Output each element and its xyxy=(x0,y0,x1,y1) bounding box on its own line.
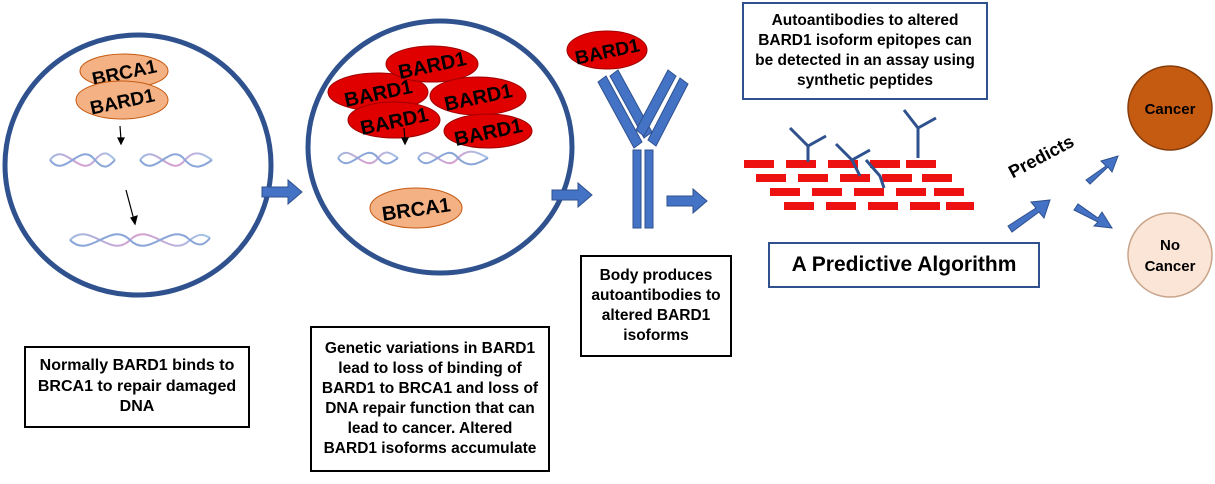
normal-cell-circle xyxy=(2,32,274,298)
arrow-right-1 xyxy=(261,178,303,206)
peptide-array xyxy=(744,160,974,210)
cancer-label: Cancer xyxy=(1145,101,1196,118)
arrow-predicts xyxy=(1007,199,1051,233)
arrow-to-no-cancer xyxy=(1073,203,1113,229)
arrow-to-cancer xyxy=(1085,155,1119,185)
bard1-isoform: BARD1 xyxy=(347,101,441,140)
arrow-right-2 xyxy=(551,181,593,209)
genetic-variation-box: Genetic variations in BARD1 lead to loss… xyxy=(310,326,550,472)
arrow-right-3 xyxy=(666,187,708,215)
damaged-dna-icon xyxy=(337,150,489,166)
no-cancer-label: Cancer xyxy=(1145,258,1196,275)
autoantibody-production-box: Body produces autoantibodies to altered … xyxy=(580,255,732,357)
cancer-outcome xyxy=(1127,65,1213,151)
brca1-protein: BRCA1 xyxy=(369,187,463,229)
no-cancer-outcome xyxy=(1127,212,1213,298)
bard1-isoform: BARD1 xyxy=(385,45,479,84)
bard1-protein: BARD1 xyxy=(75,80,169,120)
predicts-label: Predicts xyxy=(1005,131,1077,182)
bound-antibody-icon xyxy=(788,109,937,189)
normal-function-box: Normally BARD1 binds to BRCA1 to repair … xyxy=(24,346,250,428)
predictive-algorithm-box: A Predictive Algorithm xyxy=(768,242,1040,288)
bard1-isoform: BARD1 xyxy=(443,113,533,151)
bard1-isoform: BARD1 xyxy=(429,76,527,116)
dna-arrow xyxy=(401,127,409,146)
antibody-icon xyxy=(597,69,689,229)
dna-arrows xyxy=(117,125,138,226)
bard1-antigen: BARD1 xyxy=(566,30,648,70)
repaired-dna-icon xyxy=(69,233,211,247)
assay-detection-box: Autoantibodies to altered BARD1 isoform … xyxy=(742,2,988,100)
damaged-dna-icon xyxy=(49,152,213,168)
no-label: No xyxy=(1160,237,1180,254)
